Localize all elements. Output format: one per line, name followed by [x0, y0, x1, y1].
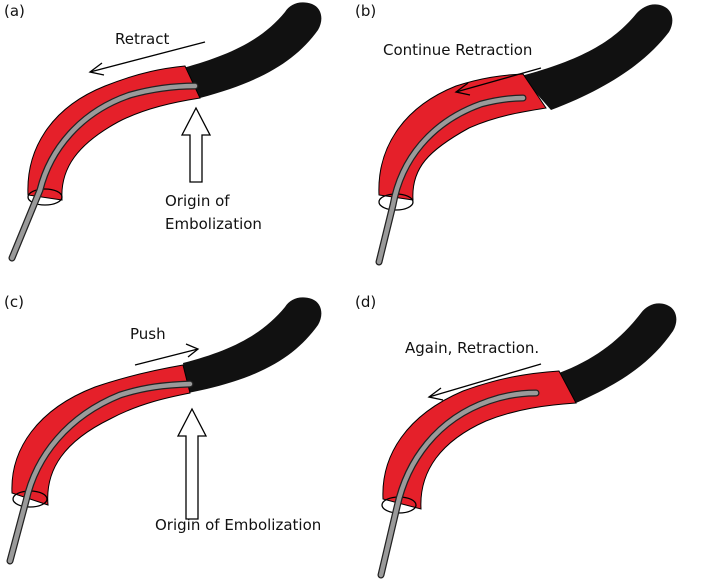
vessel-red-segment [382, 370, 577, 510]
vessel-red-segment [27, 65, 201, 201]
clot-region [183, 297, 322, 393]
vessel-opening [27, 188, 63, 206]
retract-label: Retract [115, 30, 170, 48]
panel-label: (b) [355, 2, 377, 20]
push-arrow [134, 348, 199, 366]
origin-arrow [176, 407, 208, 520]
continue-retraction-label: Continue Retraction [383, 41, 533, 59]
retraction-arrow [428, 363, 542, 398]
clot-region [521, 4, 673, 111]
origin-label-line2: Embolization [165, 215, 262, 233]
again-retraction-label: Again, Retraction. [405, 339, 540, 357]
retract-arrow [89, 41, 206, 73]
catheter-wire-inner [378, 390, 539, 578]
vessel-red-segment [378, 73, 547, 201]
catheter-diagram-a [8, 2, 322, 262]
clot-region [183, 2, 322, 99]
catheter-wire-inner [7, 381, 193, 564]
retraction-arrowhead [454, 82, 471, 96]
push-label: Push [130, 325, 166, 343]
vessel-red-segment [11, 364, 191, 506]
clot-region [559, 303, 677, 403]
catheter-wire-inner [9, 83, 198, 261]
catheter-wire-inner [376, 95, 526, 265]
panel-c: (c) Push Origin of Embolization [0, 291, 351, 582]
catheter-diagram-c [6, 297, 322, 565]
origin-label: Origin of Embolization [155, 516, 322, 534]
retraction-arrowhead [427, 387, 444, 401]
push-arrowhead [185, 343, 200, 358]
catheter-diagram-d [377, 303, 677, 579]
panel-label: (c) [4, 293, 24, 311]
origin-arrow [180, 106, 212, 183]
panel-label: (a) [4, 2, 25, 20]
origin-label-line1: Origin of [165, 192, 230, 210]
panel-a: (a) Retract Origin of Embolization [0, 0, 351, 291]
panel-label: (d) [355, 293, 377, 311]
panel-b: (b) Continue Retraction [351, 0, 702, 291]
catheter-diagram-b [375, 4, 673, 266]
panel-d: (d) Again, Retraction. [351, 291, 702, 582]
retract-arrowhead [88, 62, 105, 76]
retraction-arrow [455, 67, 542, 93]
